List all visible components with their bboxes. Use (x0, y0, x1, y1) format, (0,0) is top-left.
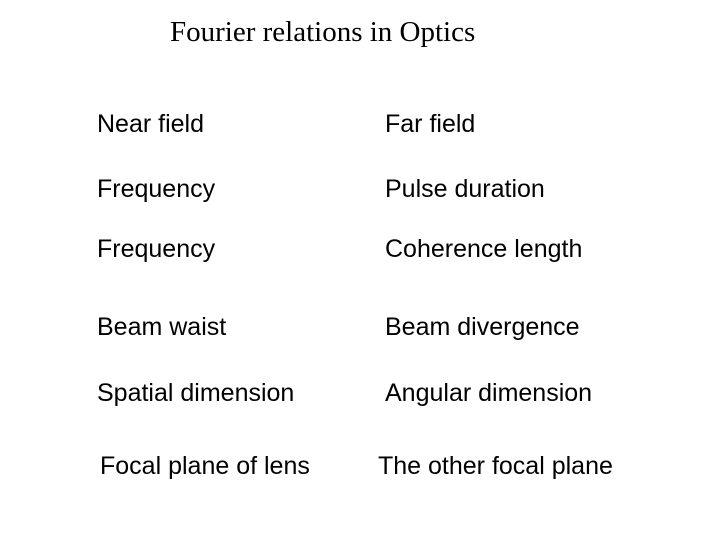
row-4-right: Angular dimension (385, 379, 593, 407)
far-field-header: Far field (385, 110, 476, 138)
row-5-left: Focal plane of lens (100, 452, 310, 480)
row-1-right: Pulse duration (385, 175, 545, 203)
row-4-left: Spatial dimension (97, 379, 295, 407)
near-field-header: Near field (97, 110, 204, 138)
row-2-left: Frequency (97, 235, 216, 263)
row-5-right: The other focal plane (378, 452, 613, 480)
row-1-left: Frequency (97, 175, 216, 203)
row-3-left: Beam waist (97, 313, 227, 341)
row-3-right: Beam divergence (385, 313, 580, 341)
row-2-right: Coherence length (385, 235, 583, 263)
slide-title: Fourier relations in Optics (170, 16, 476, 48)
